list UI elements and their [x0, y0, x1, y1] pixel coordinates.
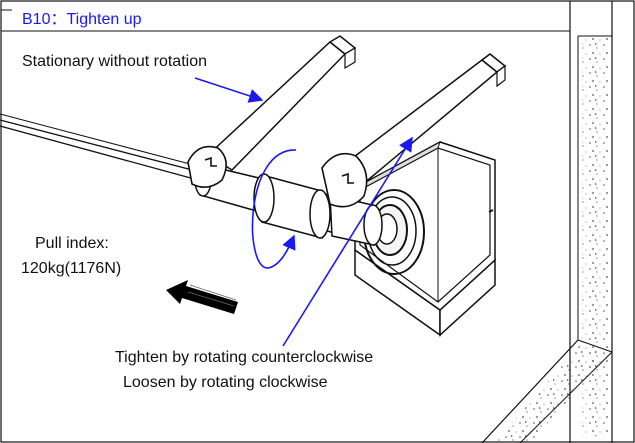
pull-index-value: 120kg(1176N) [21, 260, 122, 277]
connector-body [194, 163, 383, 246]
tighten-pointer-arrow [282, 136, 413, 347]
rotation-arrow-icon [251, 149, 297, 269]
step-title-text: Tighten up [66, 11, 142, 28]
stationary-pointer-arrow [194, 77, 264, 103]
loosen-instruction: Loosen by rotating clockwise [123, 374, 328, 391]
cable [0, 113, 201, 181]
pull-direction-arrow-icon [166, 280, 238, 314]
wrench-rotating [321, 53, 507, 208]
stationary-label: Stationary without rotation [22, 53, 207, 70]
concrete-wall [481, 35, 613, 443]
tighten-instruction: Tighten by rotating counterclockwise [115, 349, 374, 366]
wrench-stationary [187, 35, 357, 188]
step-title: B10：Tighten up [22, 10, 142, 29]
pull-index-label: Pull index: [35, 235, 109, 252]
junction-box [353, 140, 496, 337]
step-separator: ： [50, 11, 67, 28]
step-code: B10 [22, 11, 51, 28]
